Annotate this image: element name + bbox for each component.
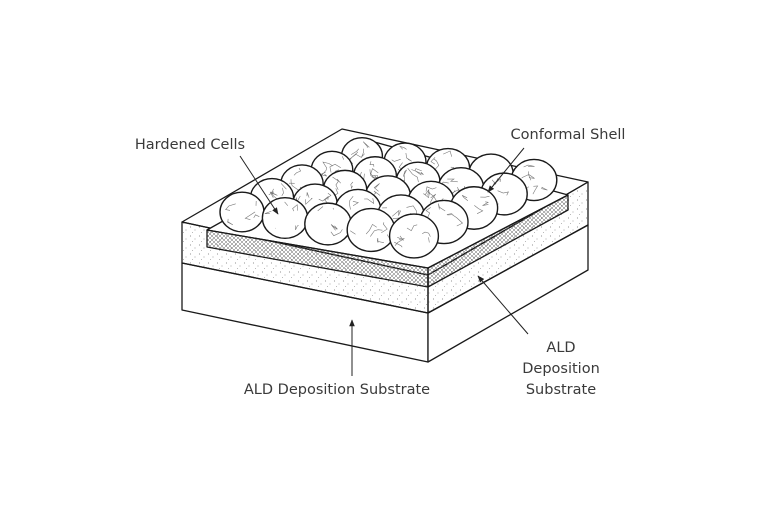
label-hardened-cells: Hardened Cells [135, 137, 245, 153]
label-substrate-side-line3: Substrate [526, 382, 596, 398]
hardened-cell [388, 213, 440, 259]
cell-crack-lines [424, 203, 464, 227]
hardened-cells-grid [219, 136, 558, 259]
cell-crack-lines [398, 168, 424, 183]
substrate-side-arrow [477, 275, 529, 335]
hardened-cell [304, 202, 352, 246]
cell-crack-lines [317, 206, 343, 237]
annotations: Hardened Cells Conformal Shell ALD Depos… [135, 127, 626, 398]
cell-crack-lines [347, 141, 370, 169]
label-substrate-side-line2: Deposition [522, 361, 600, 377]
label-conformal-shell: Conformal Shell [511, 127, 626, 143]
cell-crack-lines [394, 224, 431, 248]
label-substrate-front: ALD Deposition Substrate [244, 382, 430, 398]
cell-crack-lines [295, 192, 332, 205]
cell-crack-lines [264, 201, 299, 231]
hardened-cell [261, 196, 309, 240]
shell-side [427, 194, 569, 288]
hardened-cell [219, 191, 265, 233]
cell-crack-lines [225, 200, 260, 226]
label-substrate-side-line1: ALD [546, 340, 575, 356]
cell-crack-lines [423, 186, 444, 214]
cell-crack-lines [350, 222, 390, 243]
hardened-cells-arrow [239, 155, 279, 215]
hardened-cell [346, 207, 396, 253]
conformal-shell-arrow [487, 147, 525, 193]
